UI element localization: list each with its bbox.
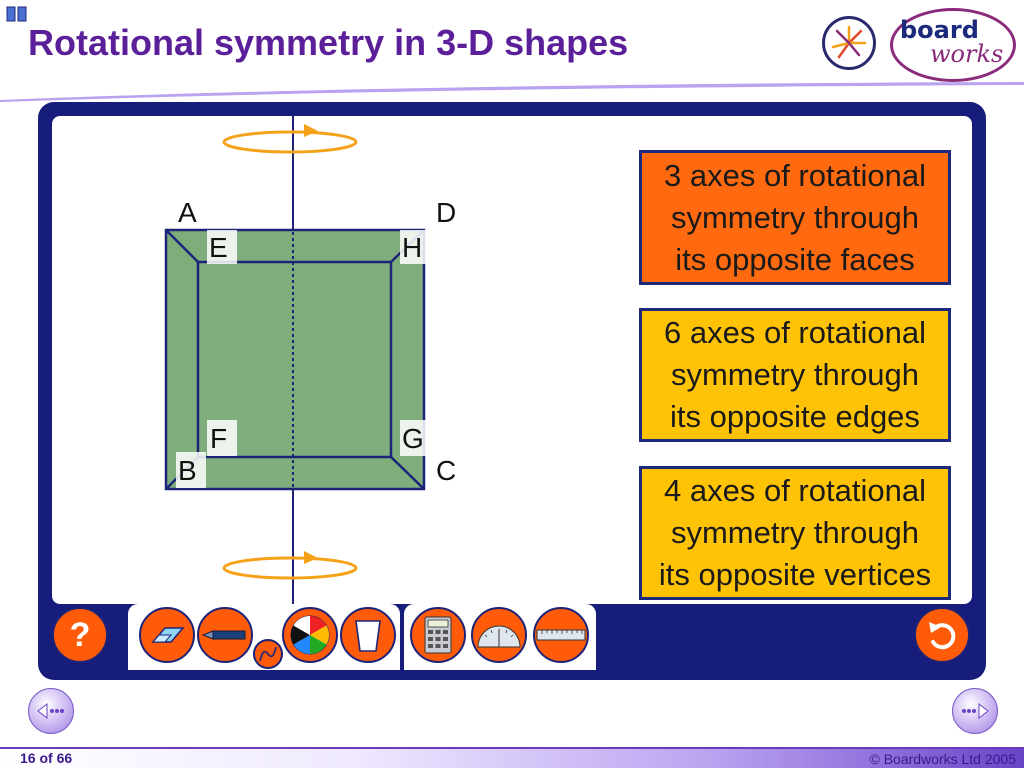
info-box-edges[interactable]: 6 axes of rotational symmetry through it… [639, 308, 951, 442]
info-box-vertices[interactable]: 4 axes of rotational symmetry through it… [639, 466, 951, 600]
logo-mark [822, 16, 876, 70]
footer-rule [0, 747, 1024, 750]
protractor-button[interactable] [471, 607, 527, 663]
help-button[interactable]: ? [52, 607, 108, 663]
info-line: 6 axes of rotational [664, 315, 926, 350]
vertex-label-d: D [436, 197, 456, 228]
curve-icon [259, 646, 277, 662]
eraser-button[interactable] [139, 607, 195, 663]
calculator-icon [424, 616, 452, 654]
undo-icon [929, 622, 956, 650]
line-style-button[interactable] [253, 639, 283, 669]
info-line: symmetry through [670, 357, 920, 392]
protractor-icon [477, 625, 521, 648]
footer-bar [0, 749, 1024, 768]
logo-board-text: board [900, 16, 979, 44]
rotation-arrow-icon [222, 124, 358, 154]
edge-c-g [390, 456, 425, 490]
logo-badge [890, 8, 1016, 82]
info-line: its opposite vertices [658, 557, 932, 592]
bin-icon [355, 620, 381, 652]
vertex-label-e: E [209, 232, 228, 263]
logo-works-text: works [930, 40, 1004, 68]
logo-burst-icon [831, 25, 867, 59]
rotation-arrow-icon [222, 551, 358, 580]
pen-button[interactable] [197, 607, 253, 663]
info-line: symmetry through [670, 515, 920, 550]
next-slide-button[interactable] [952, 688, 998, 734]
vertex-label-h: H [402, 232, 422, 263]
title-underline [0, 82, 1024, 102]
vertex-label-b: B [178, 455, 197, 486]
vertex-label-f: F [210, 423, 227, 454]
info-line: its opposite edges [670, 399, 920, 434]
calculator-button[interactable] [410, 607, 466, 663]
undo-button[interactable] [914, 607, 970, 663]
copyright-notice: © Boardworks Ltd 2005 [869, 751, 1016, 767]
page-number: 16 of 66 [20, 750, 73, 766]
clear-button[interactable] [340, 607, 396, 663]
next-arrow-icon [962, 702, 989, 720]
pause-icon[interactable] [6, 6, 28, 22]
colour-button[interactable] [282, 607, 338, 663]
info-box-faces[interactable]: 3 axes of rotational symmetry through it… [639, 150, 951, 285]
ruler-button[interactable] [533, 607, 589, 663]
vertex-label-c: C [436, 455, 456, 486]
pen-icon [201, 630, 246, 640]
vertex-label-a: A [178, 197, 197, 228]
colour-wheel-icon [290, 615, 330, 655]
previous-slide-button[interactable] [28, 688, 74, 734]
help-icon: ? [69, 615, 91, 654]
eraser-icon [151, 627, 185, 643]
info-line: its opposite faces [675, 241, 915, 277]
previous-arrow-icon [37, 702, 64, 720]
info-line: symmetry through [670, 199, 920, 235]
info-line: 3 axes of rotational [664, 157, 926, 193]
slide-title: Rotational symmetry in 3-D shapes [28, 22, 629, 63]
info-line: 4 axes of rotational [664, 473, 926, 508]
edge-a-e [165, 229, 199, 263]
ruler-icon [536, 629, 586, 641]
vertex-label-g: G [402, 423, 424, 454]
